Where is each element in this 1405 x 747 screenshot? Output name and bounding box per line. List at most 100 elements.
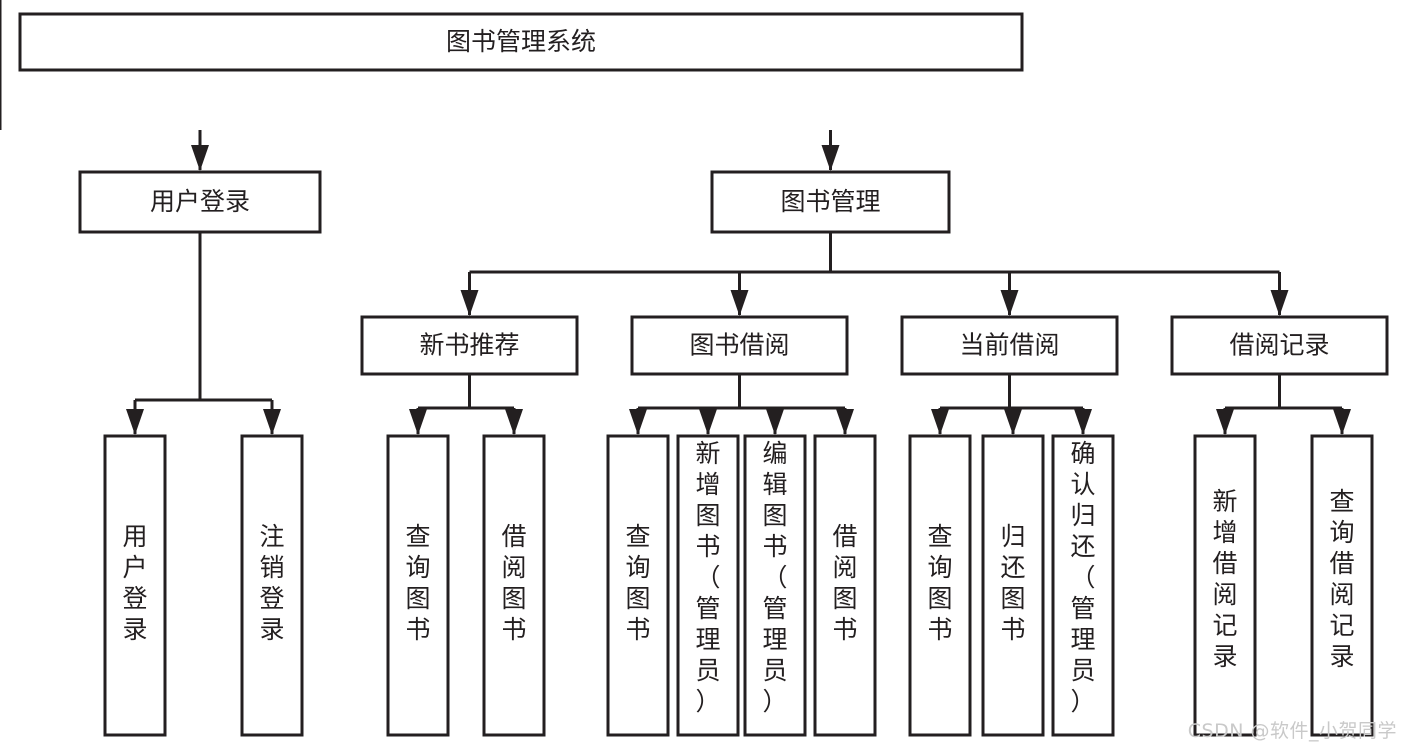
node-label-leaf-borrow-book-1-char-1: 阅	[501, 553, 526, 582]
node-label-leaf-confirm-return-char-6: 理	[1070, 625, 1095, 654]
node-label-leaf-add-book-char-1: 增	[695, 470, 720, 499]
node-label-leaf-edit-book-char-5: 管	[762, 594, 787, 623]
node-label-leaf-add-borrow-record-char-5: 录	[1212, 642, 1237, 671]
node-label-leaf-query-borrow-record-char-4: 记	[1329, 611, 1354, 640]
node-box-user-login	[78, 170, 322, 234]
leafgrp-book-borrow-arrow-2	[766, 409, 784, 435]
node-label-new-book-recommend: 新书推荐	[419, 331, 519, 360]
leafgrp-current-borrow-arrow-2	[1074, 409, 1092, 435]
node-label-leaf-edit-book-char-2: 图	[762, 501, 787, 530]
node-label-leaf-edit-book-char-0: 编	[762, 439, 787, 468]
node-label-leaf-user-logout-char-1: 销	[259, 553, 284, 582]
node-label-borrow-records: 借阅记录	[1229, 331, 1329, 360]
node-label-leaf-add-borrow-record-char-3: 阅	[1212, 580, 1237, 609]
node-label-leaf-borrow-book-2-char-2: 图	[832, 584, 857, 613]
leafgrp-new-book-recommend-arrow-1	[505, 409, 523, 435]
node-label-book-management: 图书管理	[780, 187, 880, 216]
node-box-current-borrow	[900, 315, 1119, 376]
node-user-login[interactable]: 用户登录	[78, 170, 322, 234]
node-label-leaf-borrow-book-2-char-0: 借	[832, 522, 857, 551]
node-label-leaf-add-book-char-4: （	[695, 563, 720, 592]
leafgrp-book-borrow-arrow-1	[699, 409, 717, 435]
leafgrp-borrow-records-arrow-1	[1333, 409, 1351, 435]
node-label-leaf-user-logout-char-0: 注	[259, 522, 284, 551]
node-label-leaf-return-book-char-3: 书	[1000, 615, 1025, 644]
node-book-borrow[interactable]: 图书借阅	[630, 315, 849, 376]
node-box-root	[18, 12, 1024, 72]
node-label-leaf-query-book-2-char-0: 查	[625, 522, 650, 551]
node-leaf-user-login[interactable]: 用户登录	[103, 434, 167, 737]
node-label-leaf-edit-book-char-1: 辑	[762, 470, 787, 499]
node-box-leaf-add-book	[676, 434, 740, 737]
node-label-leaf-confirm-return-char-3: 还	[1070, 532, 1095, 561]
node-label-leaf-edit-book-char-4: （	[762, 563, 787, 592]
node-label-leaf-query-borrow-record-char-5: 录	[1329, 642, 1354, 671]
node-label-leaf-edit-book-char-6: 理	[762, 625, 787, 654]
node-label-leaf-borrow-book-2-char-1: 阅	[832, 553, 857, 582]
node-label-leaf-user-login-char-2: 登	[122, 584, 147, 613]
node-new-book-recommend[interactable]: 新书推荐	[360, 315, 579, 376]
node-box-leaf-edit-book	[743, 434, 807, 737]
node-label-leaf-user-logout-char-3: 录	[259, 615, 284, 644]
node-box-book-management	[710, 170, 951, 234]
node-box-leaf-borrow-book-1	[482, 434, 546, 737]
node-label-leaf-confirm-return-char-2: 归	[1070, 501, 1095, 530]
leafgrp-book-borrow-arrow-3	[836, 409, 854, 435]
leafgrp-user-login-arrow-1	[263, 409, 281, 435]
node-label-leaf-confirm-return-char-8: ）	[1070, 687, 1095, 716]
bookmgmt-arrow-0	[460, 290, 479, 316]
node-label-leaf-add-borrow-record-char-0: 新	[1212, 487, 1237, 516]
root-arrow-0	[191, 145, 209, 171]
connectors-layer	[0, 0, 1351, 435]
leafgrp-user-login-arrow-0	[126, 409, 144, 435]
node-book-management[interactable]: 图书管理	[710, 170, 951, 234]
node-label-leaf-confirm-return-char-4: （	[1070, 563, 1095, 592]
node-label-user-login: 用户登录	[150, 187, 250, 216]
node-root[interactable]: 图书管理系统	[18, 12, 1024, 72]
bookmgmt-arrow-3	[1270, 290, 1289, 316]
leafgrp-current-borrow-arrow-0	[931, 409, 949, 435]
node-label-leaf-query-book-3-char-0: 查	[927, 522, 952, 551]
leafgrp-new-book-recommend-arrow-0	[409, 409, 427, 435]
node-borrow-records[interactable]: 借阅记录	[1170, 315, 1389, 376]
node-label-leaf-query-book-3-char-1: 询	[927, 553, 952, 582]
node-box-leaf-borrow-book-2	[813, 434, 877, 737]
node-box-book-borrow	[630, 315, 849, 376]
node-label-leaf-borrow-book-1-char-0: 借	[501, 522, 526, 551]
leafgrp-book-borrow-arrow-0	[629, 409, 647, 435]
node-label-leaf-confirm-return-char-1: 认	[1070, 470, 1095, 499]
node-current-borrow[interactable]: 当前借阅	[900, 315, 1119, 376]
node-label-leaf-query-book-2-char-1: 询	[625, 553, 650, 582]
node-label-leaf-query-borrow-record-char-2: 借	[1329, 549, 1354, 578]
leafgrp-current-borrow-arrow-1	[1004, 409, 1022, 435]
node-box-leaf-confirm-return	[1051, 434, 1115, 737]
node-label-root: 图书管理系统	[446, 27, 596, 56]
boxes-layer: 图书管理系统用户登录图书管理新书推荐图书借阅当前借阅借阅记录用户登录注销登录查询…	[18, 12, 1389, 737]
node-label-leaf-query-book-2-char-2: 图	[625, 584, 650, 613]
node-label-leaf-query-book-1-char-0: 查	[405, 522, 430, 551]
node-label-leaf-return-book-char-1: 还	[1000, 553, 1025, 582]
node-box-borrow-records	[1170, 315, 1389, 376]
root-arrow-1	[821, 145, 840, 171]
node-box-leaf-return-book	[981, 434, 1045, 737]
node-box-leaf-query-book-2	[606, 434, 670, 737]
node-label-leaf-query-book-3-char-2: 图	[927, 584, 952, 613]
node-label-leaf-user-login-char-0: 用	[122, 522, 147, 551]
node-label-leaf-user-login-char-1: 户	[122, 553, 147, 582]
node-label-leaf-query-book-1-char-2: 图	[405, 584, 430, 613]
node-label-leaf-add-book-char-6: 理	[695, 625, 720, 654]
